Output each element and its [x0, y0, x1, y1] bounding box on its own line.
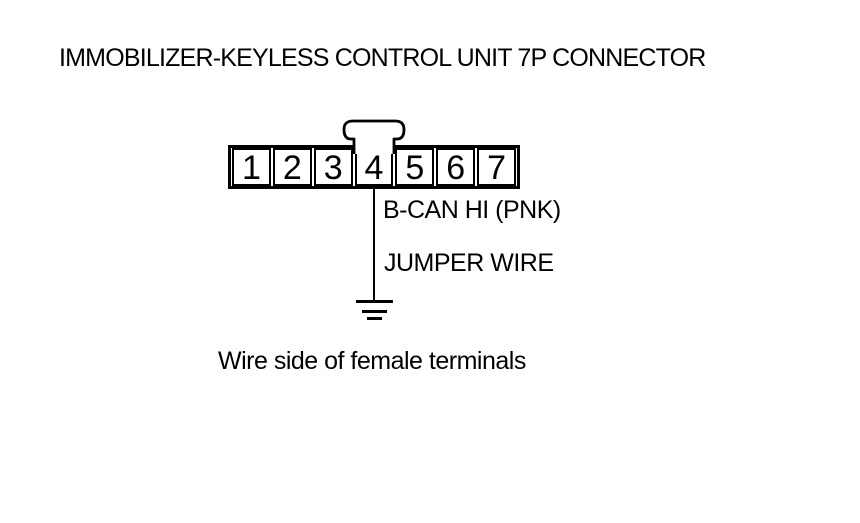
pin4-wire-label: B-CAN HI (PNK) — [383, 196, 561, 224]
connector-lock-tab-icon — [342, 119, 406, 154]
pin-cell-2: 2 — [272, 148, 312, 187]
pin-cell-4: 4 — [354, 148, 394, 187]
diagram-title: IMMOBILIZER-KEYLESS CONTROL UNIT 7P CONN… — [59, 44, 706, 72]
ground-icon-bar-top — [356, 300, 393, 303]
pin-cell-3: 3 — [313, 148, 353, 187]
pin-cell-6: 6 — [436, 148, 476, 187]
ground-icon-bar-middle — [362, 310, 387, 313]
diagram-caption: Wire side of female terminals — [218, 347, 526, 375]
ground-icon-bar-bottom — [367, 317, 382, 320]
pin-cell-1: 1 — [232, 148, 271, 187]
pin-cell-5: 5 — [395, 148, 435, 187]
jumper-wire-label: JUMPER WIRE — [384, 249, 554, 277]
pin-cell-7: 7 — [477, 148, 517, 187]
jumper-wire-line — [373, 188, 375, 302]
